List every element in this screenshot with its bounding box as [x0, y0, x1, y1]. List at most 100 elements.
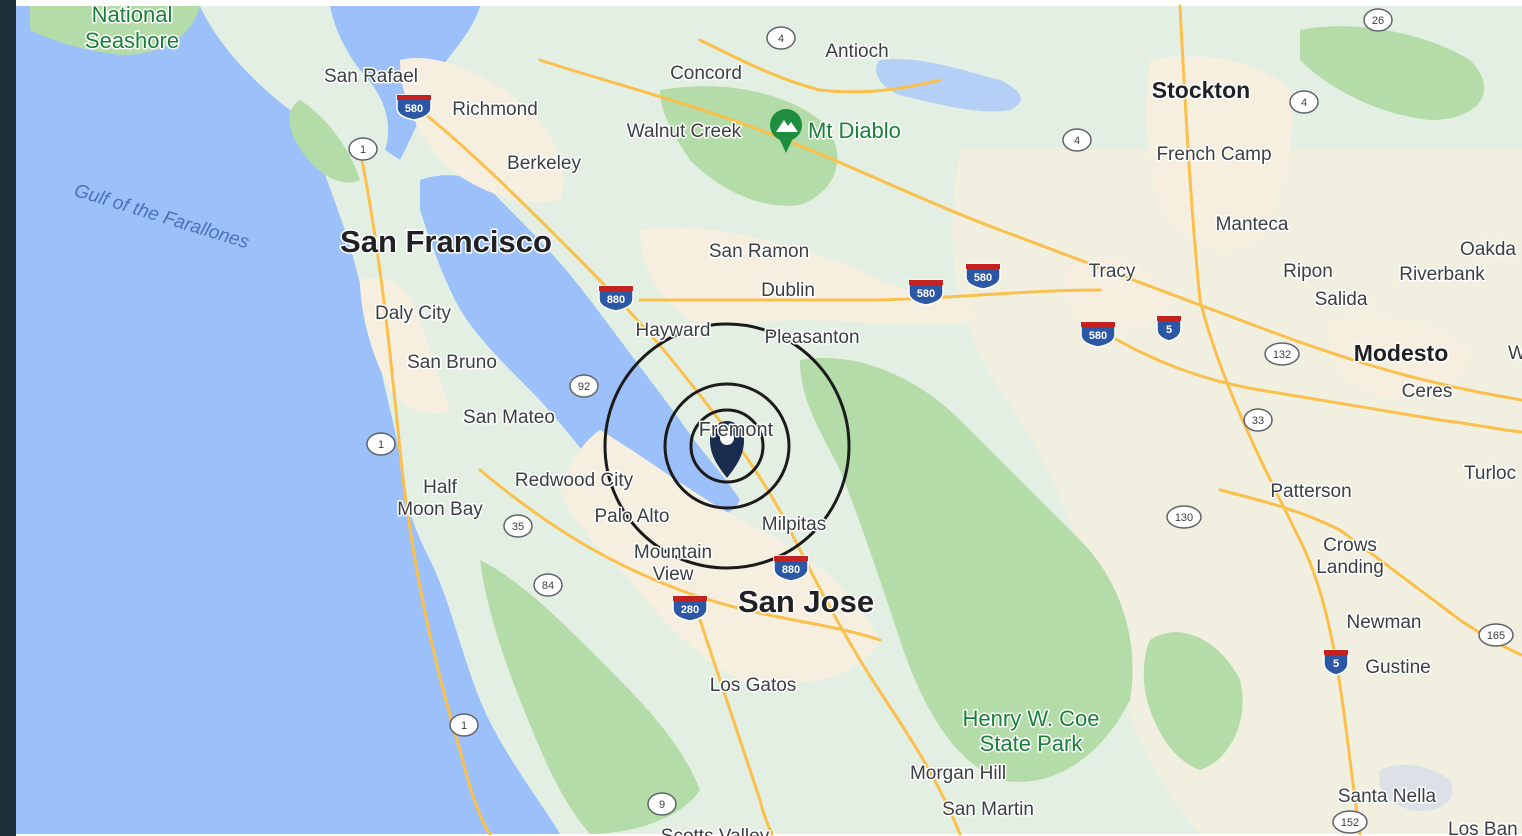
san-francisco-bay [420, 175, 740, 521]
shield-580-d-label: 580 [1089, 330, 1107, 342]
label-ceres: Ceres [1402, 381, 1453, 402]
shield-5-a-label: 5 [1166, 324, 1172, 336]
label-edge-w: W [1508, 343, 1522, 364]
label-crows-landing-2: Landing [1316, 557, 1384, 578]
svg-text:152: 152 [1341, 817, 1359, 829]
interstate-880-shield: 880 [773, 555, 809, 582]
label-morgan-hill: Morgan Hill [910, 763, 1006, 784]
route-1-marker: 1 [348, 137, 378, 161]
label-mountain-view: Mountain [634, 542, 712, 563]
place-labels: National Seashore San Rafael Richmond Be… [72, 1, 1522, 836]
route-92-marker: 92 [569, 374, 599, 398]
label-daly-city: Daly City [375, 303, 452, 324]
route-84-marker: 84 [533, 573, 563, 597]
label-oakdale: Oakda [1460, 239, 1516, 260]
interstate-880-shield: 880 [598, 285, 634, 312]
route-132-marker: 132 [1264, 342, 1300, 366]
label-national-seashore: National [92, 2, 173, 27]
label-stockton: Stockton [1152, 77, 1250, 103]
route-26-marker: 26 [1363, 8, 1393, 32]
label-san-francisco: San Francisco [340, 224, 552, 259]
route-4-marker: 4 [766, 26, 796, 50]
interstate-580-shield: 580 [396, 94, 432, 121]
label-los-gatos: Los Gatos [710, 675, 797, 696]
route-1-marker: 1 [366, 432, 396, 456]
label-scotts-valley: Scotts Valley [661, 826, 770, 836]
label-ripon: Ripon [1283, 261, 1333, 282]
interstate-580-shield: 580 [965, 263, 1001, 290]
label-walnut-creek: Walnut Creek [627, 121, 742, 142]
label-redwood-city: Redwood City [515, 470, 634, 491]
label-san-rafael: San Rafael [324, 66, 418, 87]
label-half-moon-bay: Half [423, 477, 458, 498]
label-san-mateo: San Mateo [463, 407, 555, 428]
shield-880-b-label: 880 [782, 564, 800, 576]
label-henry-w-coe-2[interactable]: State Park [978, 730, 1085, 758]
svg-text:1: 1 [360, 144, 366, 156]
label-san-bruno: San Bruno [407, 352, 497, 373]
state-route-markers: 4 26 4 4 1 92 1 35 84 1 9 132 33 130 165… [348, 8, 1514, 834]
interstate-shields: 580 880 580 580 580 5 [396, 94, 1349, 676]
route-165-marker: 165 [1478, 623, 1514, 647]
svg-text:132: 132 [1273, 349, 1291, 361]
label-santa-nella: Santa Nella [1338, 786, 1437, 807]
route-9-marker: 9 [647, 792, 677, 816]
label-richmond: Richmond [452, 99, 538, 120]
interstate-280-shield: 280 [672, 595, 708, 622]
svg-text:130: 130 [1175, 512, 1193, 524]
shield-280-label: 280 [681, 604, 699, 616]
location-pin-icon[interactable] [710, 421, 744, 478]
svg-text:4: 4 [1074, 135, 1080, 147]
label-los-banos: Los Ban [1448, 819, 1518, 836]
label-salida: Salida [1315, 289, 1368, 310]
svg-text:4: 4 [1301, 97, 1307, 109]
label-mountain-view-2: View [653, 564, 694, 585]
label-newman: Newman [1347, 612, 1422, 633]
outer-radius-ring [603, 322, 851, 570]
radius-rings [603, 322, 851, 570]
svg-text:1: 1 [378, 439, 384, 451]
label-gustine: Gustine [1365, 657, 1430, 678]
shield-580-a-label: 580 [405, 103, 423, 115]
interstate-5-shield: 5 [1323, 649, 1349, 676]
label-fremont: Fremont [699, 419, 774, 441]
middle-radius-ring [663, 382, 791, 510]
svg-text:4: 4 [778, 33, 784, 45]
svg-text:92: 92 [578, 381, 590, 393]
label-turlock: Turloc [1464, 463, 1516, 484]
mt-diablo-park-icon[interactable] [770, 109, 802, 153]
shield-5-b-label: 5 [1333, 658, 1339, 670]
left-edge-bar [0, 0, 16, 836]
label-berkeley: Berkeley [507, 153, 581, 174]
interstate-580-shield: 580 [1080, 321, 1116, 348]
label-half-moon-bay-2: Moon Bay [397, 499, 483, 520]
label-crows-landing: Crows [1323, 535, 1377, 556]
interstate-580-shield: 580 [908, 279, 944, 306]
label-san-jose: San Jose [738, 584, 874, 619]
route-152-marker: 152 [1332, 810, 1368, 834]
shield-580-c-label: 580 [974, 272, 992, 284]
label-riverbank: Riverbank [1399, 264, 1485, 285]
label-mt-diablo[interactable]: Mt Diablo [807, 117, 903, 145]
route-35-marker: 35 [503, 514, 533, 538]
delta-water [876, 59, 1021, 112]
route-4-marker: 4 [1062, 128, 1092, 152]
svg-text:9: 9 [659, 799, 665, 811]
svg-text:165: 165 [1487, 630, 1505, 642]
shield-880-a-label: 880 [607, 294, 625, 306]
label-pleasanton: Pleasanton [764, 327, 859, 348]
label-san-martin: San Martin [942, 799, 1034, 820]
label-tracy: Tracy [1089, 261, 1136, 282]
green-areas [30, 6, 1485, 834]
inner-radius-ring [689, 408, 765, 484]
route-1-marker: 1 [449, 713, 479, 737]
label-concord: Concord [670, 63, 742, 84]
route-33-marker: 33 [1243, 408, 1273, 432]
label-hayward: Hayward [636, 320, 711, 341]
shield-580-b-label: 580 [917, 288, 935, 300]
label-henry-w-coe[interactable]: Henry W. Coe [961, 705, 1101, 733]
label-patterson: Patterson [1270, 481, 1351, 502]
svg-text:33: 33 [1252, 415, 1264, 427]
